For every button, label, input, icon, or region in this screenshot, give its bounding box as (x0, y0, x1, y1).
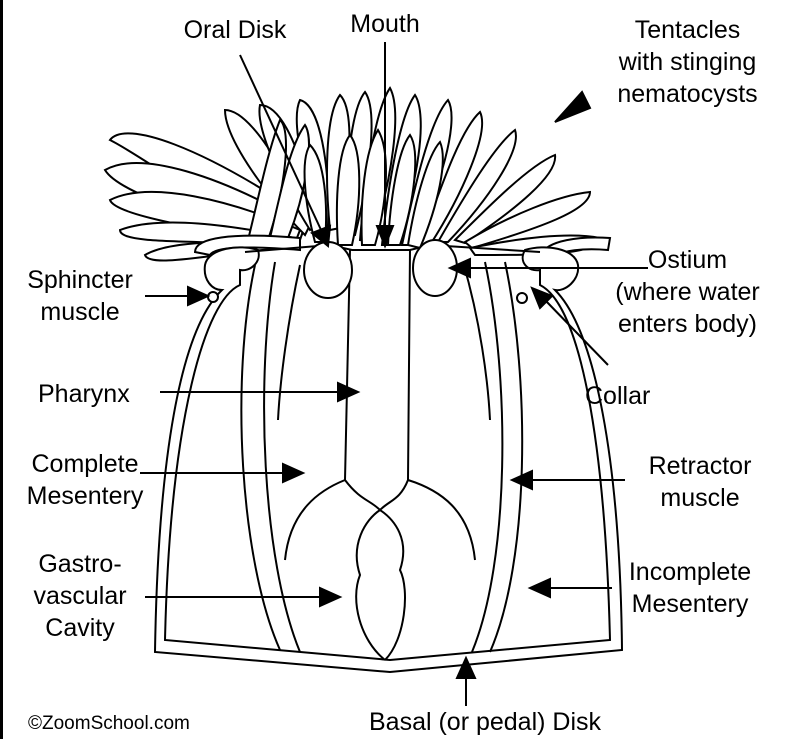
label-tentacles-1: Tentacles (590, 14, 785, 46)
label-oral-disk: Oral Disk (160, 14, 310, 46)
label-incomplete-mesentery-1: Incomplete (605, 556, 775, 588)
label-pharynx: Pharynx (38, 378, 130, 410)
label-collar: Collar (585, 380, 650, 412)
label-gastrovascular-3: Cavity (10, 612, 150, 644)
pharynx (285, 250, 475, 560)
label-ostium-2: (where water (595, 276, 780, 308)
label-incomplete-mesentery-2: Mesentery (605, 588, 775, 620)
label-tentacles-2: with stinging (590, 46, 785, 78)
label-retractor-1: Retractor (620, 450, 780, 482)
label-complete-mesentery-1: Complete (5, 448, 165, 480)
label-ostium-1: Ostium (595, 244, 780, 276)
credit-text: ©ZoomSchool.com (28, 712, 190, 736)
label-sphincter-2: muscle (10, 296, 150, 328)
label-sphincter-1: Sphincter (10, 264, 150, 296)
label-ostium-3: enters body) (595, 308, 780, 340)
label-basal-disk: Basal (or pedal) Disk (330, 706, 640, 738)
tentacles-group (105, 88, 610, 261)
body-column (155, 247, 622, 672)
label-mouth: Mouth (335, 8, 435, 40)
label-gastrovascular-1: Gastro- (10, 548, 150, 580)
ostium-left (304, 242, 352, 298)
label-retractor-2: muscle (620, 482, 780, 514)
label-tentacles-3: nematocysts (590, 78, 785, 110)
label-complete-mesentery-2: Mesentery (5, 480, 165, 512)
label-gastrovascular-2: vascular (10, 580, 150, 612)
